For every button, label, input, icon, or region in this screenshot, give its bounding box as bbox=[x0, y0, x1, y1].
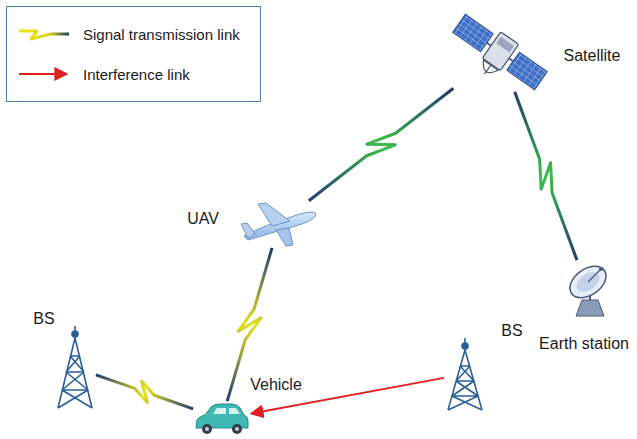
signal-link bbox=[96, 375, 193, 409]
legend-box: Signal transmission linkInterference lin… bbox=[6, 6, 261, 102]
base-station-tower bbox=[58, 326, 92, 408]
network-node: Earth station bbox=[566, 262, 610, 318]
network-node: Satellite bbox=[455, 14, 545, 90]
signal-link bbox=[515, 92, 577, 260]
signal-link-sample bbox=[17, 23, 71, 45]
satellite-icon bbox=[444, 9, 551, 102]
network-node: BS bbox=[56, 325, 94, 410]
uav-icon bbox=[241, 203, 316, 246]
legend-label: Signal transmission link bbox=[83, 26, 240, 43]
signal-link bbox=[309, 88, 454, 201]
node-label: UAV bbox=[185, 209, 221, 228]
node-label: BS bbox=[499, 321, 524, 340]
network-node: Vehicle bbox=[195, 403, 249, 435]
base-station-tower bbox=[448, 338, 482, 410]
legend-entry: Signal transmission link bbox=[17, 23, 240, 45]
earth-station-dish bbox=[564, 260, 612, 316]
node-label: BS bbox=[31, 309, 56, 328]
node-label: Vehicle bbox=[248, 375, 304, 394]
network-node: UAV bbox=[240, 202, 318, 246]
legend-label: Interference link bbox=[83, 66, 190, 83]
legend-entry: Interference link bbox=[17, 63, 190, 85]
network-node: BS bbox=[446, 337, 484, 411]
vehicle-car bbox=[196, 404, 248, 434]
node-label: Earth station bbox=[537, 334, 631, 353]
node-label: Satellite bbox=[562, 46, 623, 65]
interference-link-sample bbox=[17, 63, 71, 85]
